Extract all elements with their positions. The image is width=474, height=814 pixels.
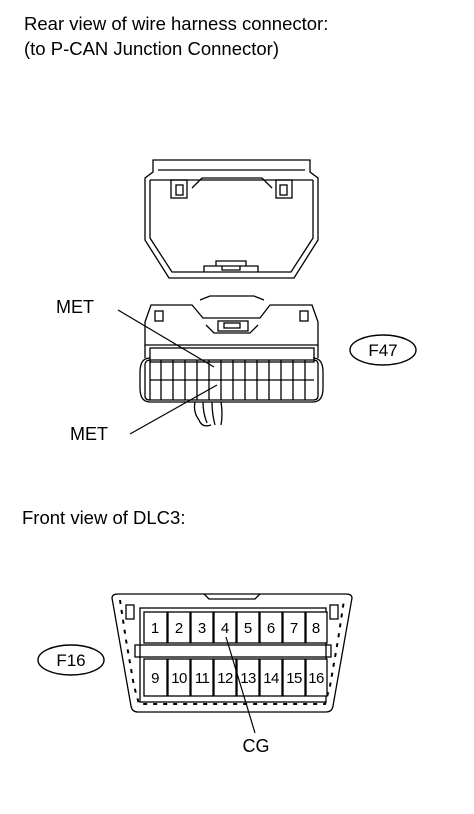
- dlc3-pin-3: 3: [198, 620, 206, 637]
- dlc3-pin-9: 9: [151, 670, 159, 687]
- dlc3-pin-10: 10: [171, 670, 187, 687]
- dlc3-pin-7: 7: [290, 620, 298, 637]
- dlc3-pin-1: 1: [151, 620, 159, 637]
- dlc3-pin-16: 16: [308, 670, 324, 687]
- f47-met-leader-upper: [117, 309, 215, 368]
- dlc3-pin-12: 12: [217, 670, 233, 687]
- dlc3-pin-15: 15: [286, 670, 302, 687]
- dlc3-pin-8: 8: [312, 620, 320, 637]
- rear-view-caption-line1: Rear view of wire harness connector:: [24, 13, 329, 34]
- f47-met-label-lower: MET: [70, 424, 108, 444]
- front-view-caption: Front view of DLC3:: [22, 507, 186, 528]
- f47-badge-label: F47: [368, 341, 397, 360]
- rear-view-caption-line2: (to P-CAN Junction Connector): [24, 38, 279, 59]
- f47-badge: F47: [349, 334, 417, 366]
- cg-leader-line: [225, 636, 256, 734]
- f47-connector-body: [139, 295, 324, 427]
- dlc3-pin-14: 14: [263, 670, 279, 687]
- dlc3-pin-13: 13: [240, 670, 256, 687]
- cg-callout-label: CG: [243, 736, 270, 756]
- dlc3-pin-5: 5: [244, 620, 252, 637]
- dlc3-connector-body: [111, 593, 353, 713]
- dlc3-pin-cells-top: [143, 611, 328, 644]
- dlc3-pin-labels-top: 1 2 3 4 5 6 7 8: [151, 620, 320, 637]
- dlc3-pin-6: 6: [267, 620, 275, 637]
- f16-badge: F16: [37, 644, 105, 676]
- dlc3-pin-labels-bottom: 9 10 11 12 13 14 15 16: [151, 670, 324, 687]
- dlc3-pin-11: 11: [195, 670, 210, 687]
- dlc3-pin-cells-bottom: [143, 658, 328, 697]
- mating-connector-shell: [144, 159, 319, 279]
- f16-badge-label: F16: [56, 651, 85, 670]
- f47-met-leader-lower: [129, 384, 218, 435]
- dlc3-pin-2: 2: [175, 620, 183, 637]
- f47-met-label-upper: MET: [56, 297, 94, 317]
- dlc3-pin-4: 4: [221, 620, 229, 637]
